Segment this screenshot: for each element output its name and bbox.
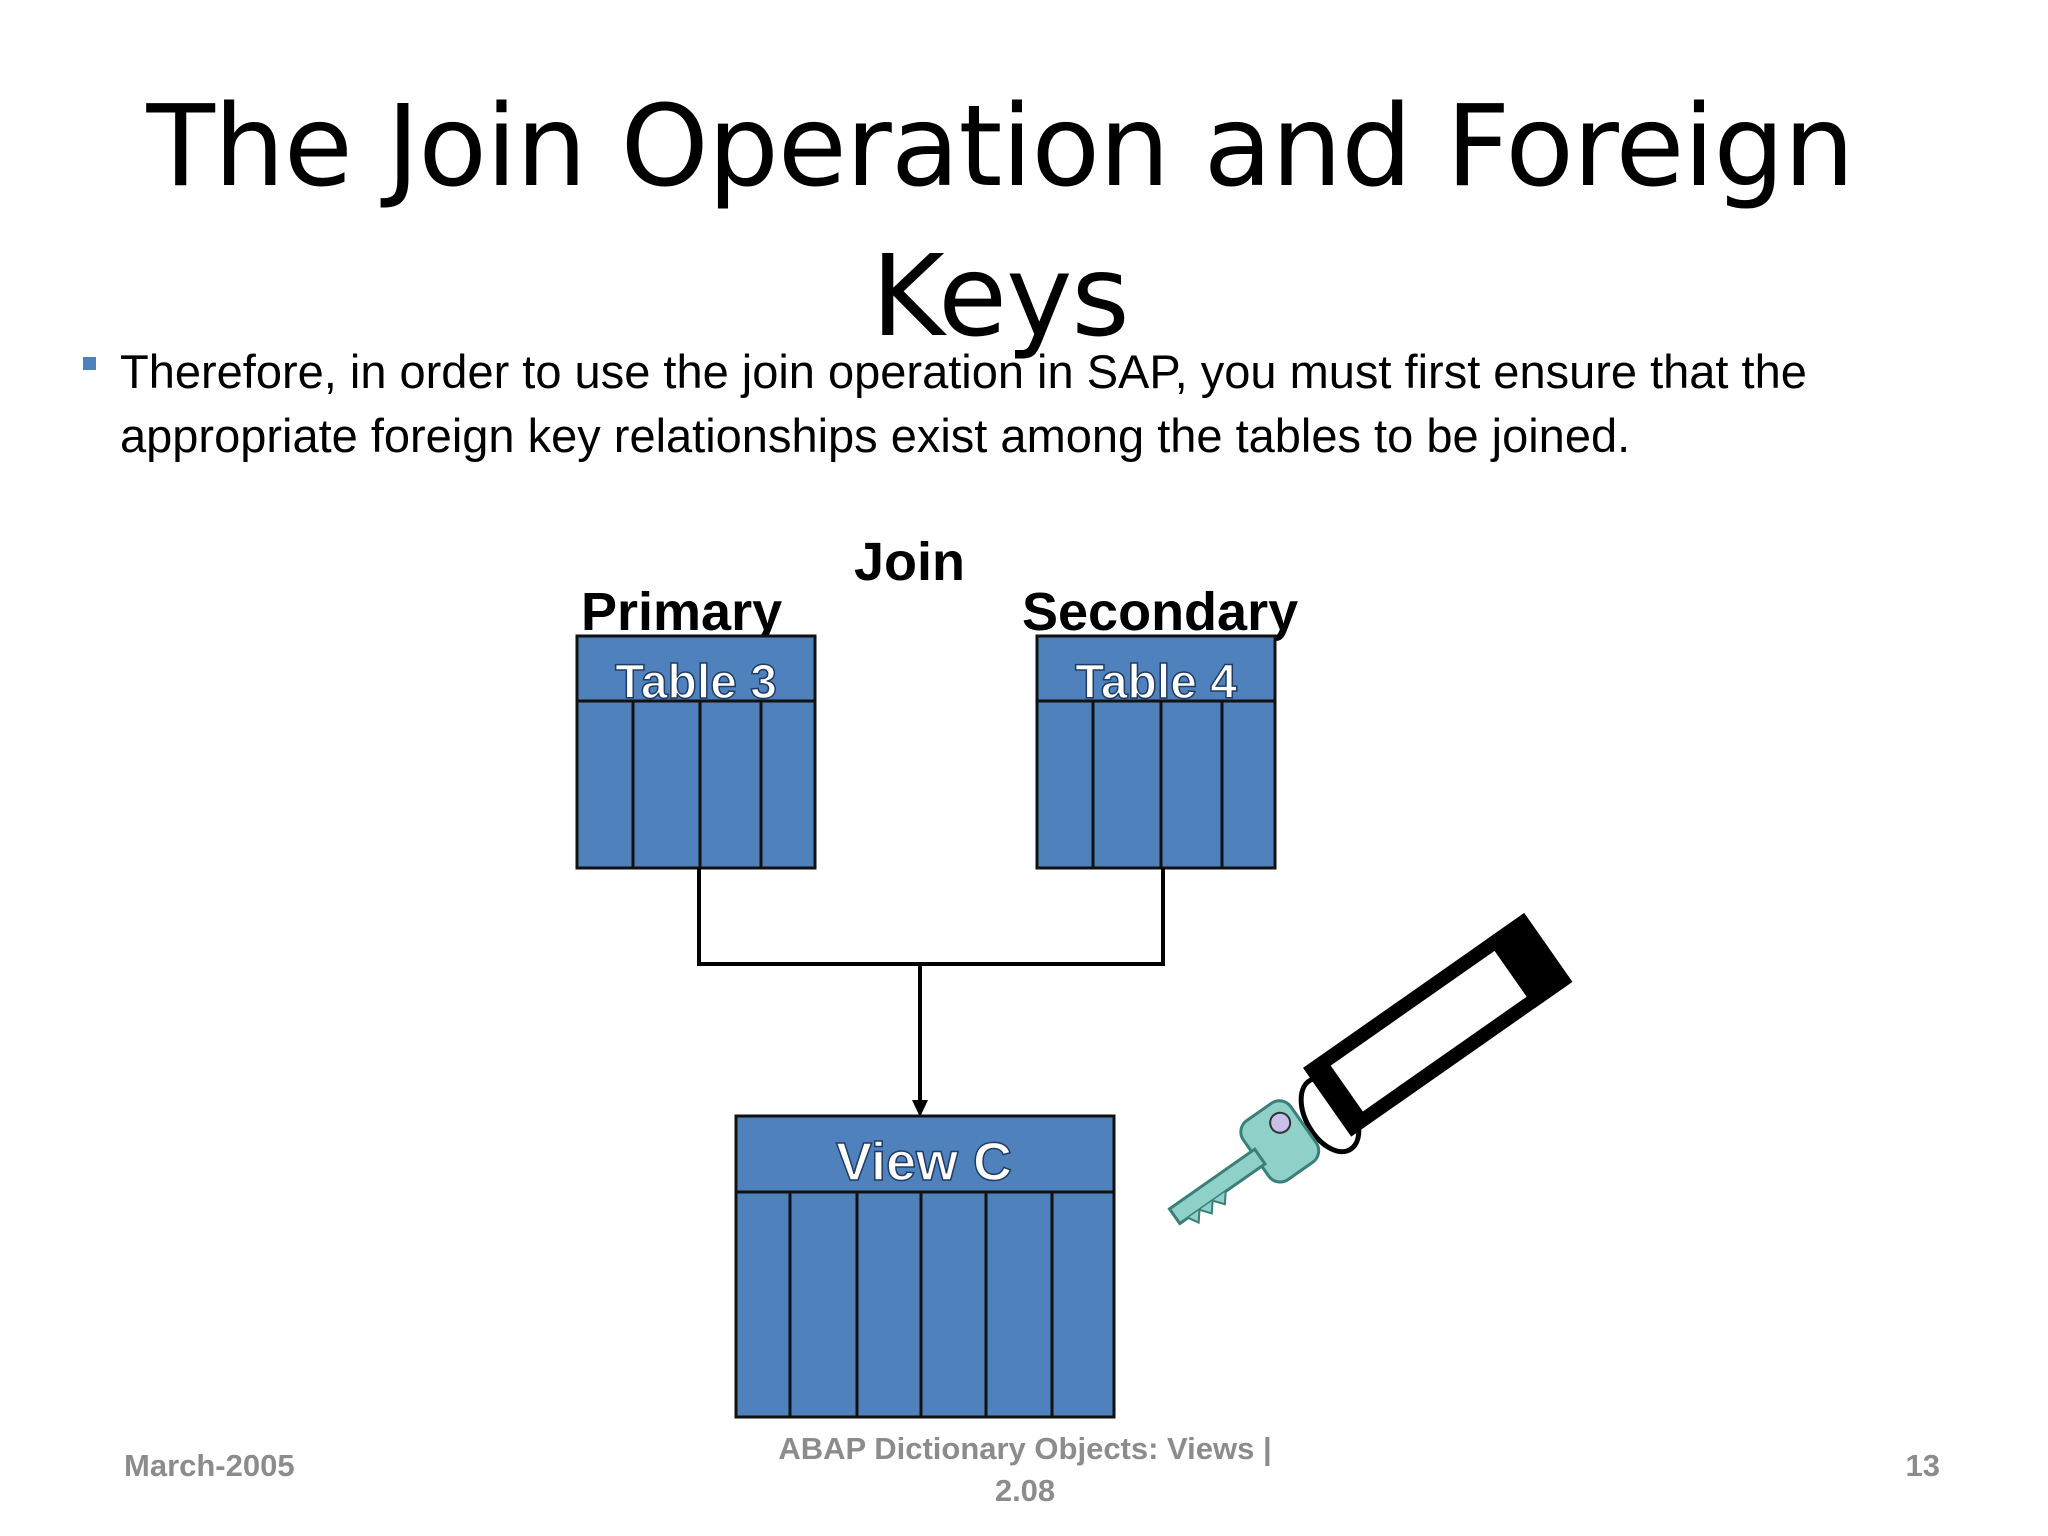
table-3: Table 3 — [575, 634, 817, 870]
bullet-text: Therefore, in order to use the join oper… — [120, 345, 1807, 462]
primary-label: Primary — [581, 582, 782, 642]
footer-date: March-2005 — [124, 1448, 295, 1483]
join-label: Join — [854, 532, 965, 592]
secondary-label: Secondary — [1022, 582, 1298, 642]
table-4: Table 4 — [1035, 634, 1277, 870]
table-3-label: Table 3 — [615, 656, 777, 709]
key-icon — [1167, 913, 1573, 1226]
page-number: 13 — [1905, 1448, 1940, 1483]
footer-title: ABAP Dictionary Objects: Views | 2.08 — [778, 1431, 1272, 1508]
join-connector — [697, 868, 1165, 1104]
table-4-label: Table 4 — [1075, 656, 1237, 709]
bullet-marker — [83, 357, 96, 370]
slide-title: The Join Operation and Foreign Keys — [146, 82, 1854, 362]
view-c: View C — [734, 1114, 1116, 1419]
arrow-head — [912, 1100, 928, 1117]
view-c-label: View C — [836, 1132, 1012, 1192]
